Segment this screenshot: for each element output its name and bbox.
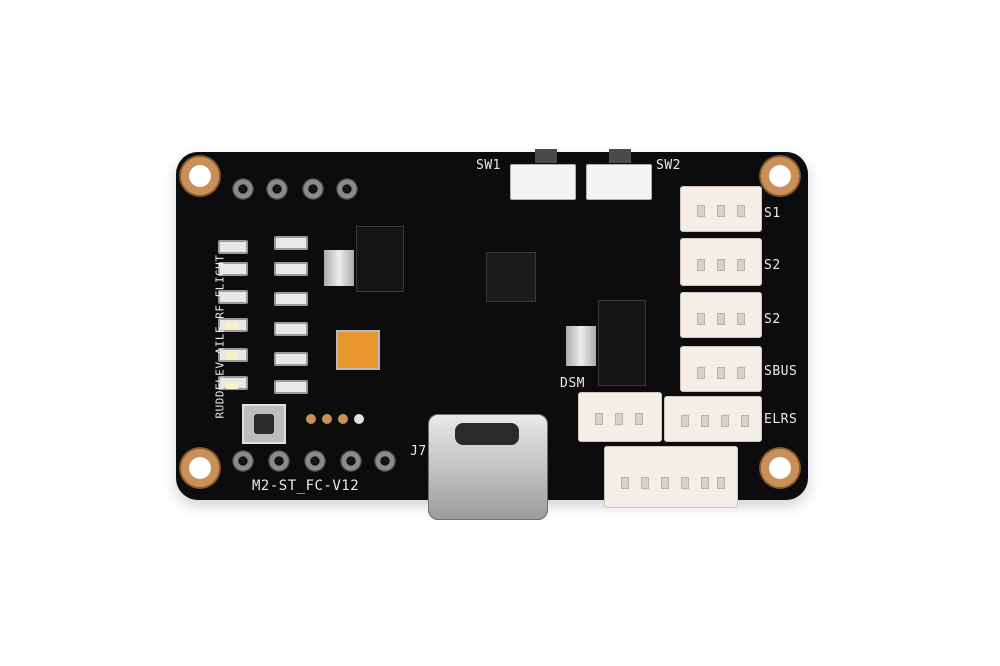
test-pad (354, 414, 364, 424)
header-pad (304, 450, 326, 472)
resistor (218, 240, 248, 254)
header-pad (374, 450, 396, 472)
sw2-label: SW2 (656, 158, 681, 173)
header-pad (336, 178, 358, 200)
test-pad (306, 414, 316, 424)
button-cap (254, 414, 274, 434)
usb-label: J7 (410, 444, 427, 459)
mounting-hole (758, 446, 802, 490)
usb-c-slot (455, 423, 519, 445)
resistor (274, 352, 308, 366)
regulator-tab (566, 326, 596, 366)
status-led (226, 352, 238, 359)
header-pad (266, 178, 288, 200)
sw1-label: SW1 (476, 158, 501, 173)
mounting-hole (178, 154, 222, 198)
slide-switch-2[interactable] (586, 149, 652, 200)
header-pad (340, 450, 362, 472)
voltage-regulator-1 (356, 226, 404, 292)
tantalum-capacitor (336, 330, 380, 370)
resistor (274, 236, 308, 250)
status-led (226, 322, 238, 329)
mounting-hole (178, 446, 222, 490)
connector-s2-a (680, 238, 762, 286)
voltage-regulator-2 (598, 300, 646, 386)
status-led (226, 382, 238, 389)
connector-bottom (604, 446, 738, 508)
flight-mode-label: RUDDELEV AILE RF FLIGHT (213, 254, 227, 419)
resistor (274, 292, 308, 306)
connector-s2-b (680, 292, 762, 338)
connector-elrs (664, 396, 762, 442)
board-name-label: M2-ST_FC-V12 (252, 478, 360, 494)
connector-s1 (680, 186, 762, 232)
header-pad (268, 450, 290, 472)
microcontroller (486, 252, 536, 302)
dsm-label: DSM (560, 376, 585, 391)
resistor (274, 380, 308, 394)
slide-switch-1[interactable] (510, 149, 576, 200)
switch-knob (609, 149, 631, 163)
s2-label-a: S2 (764, 258, 781, 273)
resistor (274, 322, 308, 336)
header-pad (232, 178, 254, 200)
connector-dsm (578, 392, 662, 442)
header-pad (302, 178, 324, 200)
test-pad (322, 414, 332, 424)
resistor (218, 290, 248, 304)
regulator-tab (324, 250, 354, 286)
s2-label-b: S2 (764, 312, 781, 327)
push-button[interactable] (242, 404, 286, 444)
switch-knob (535, 149, 557, 163)
connector-sbus (680, 346, 762, 392)
usb-c-port[interactable] (428, 414, 548, 520)
s1-label: S1 (764, 206, 781, 221)
resistor (218, 262, 248, 276)
resistor (274, 262, 308, 276)
sbus-label: SBUS (764, 364, 798, 379)
test-pad (338, 414, 348, 424)
header-pad (232, 450, 254, 472)
elrs-label: ELRS (764, 412, 798, 427)
mounting-hole (758, 154, 802, 198)
